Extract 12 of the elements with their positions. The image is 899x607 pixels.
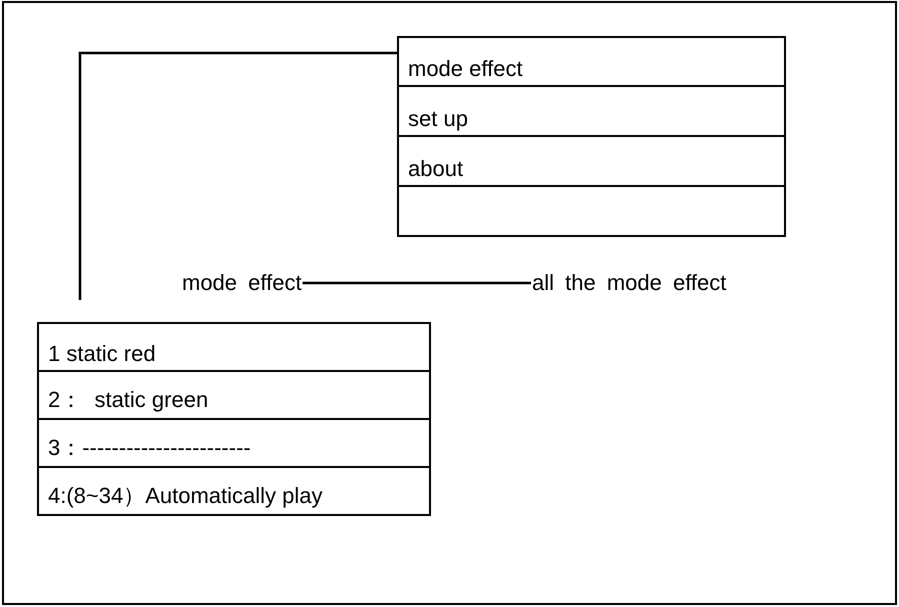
connector-line [302,282,531,284]
text-label: mode effect [182,270,302,296]
list-row: 1 static red [37,322,431,372]
menu-row: mode effect [397,36,786,87]
menu-row: about [397,135,786,187]
list-row: 2： static green [37,370,431,420]
empty-menu-row [397,185,786,237]
list-row: 3：----------------------- [37,418,431,468]
text-label: all the mode effect [532,270,726,296]
menu-row: set up [397,85,786,137]
list-row: 4:(8~34）Automatically play [37,466,431,516]
connector-line [78,52,397,300]
